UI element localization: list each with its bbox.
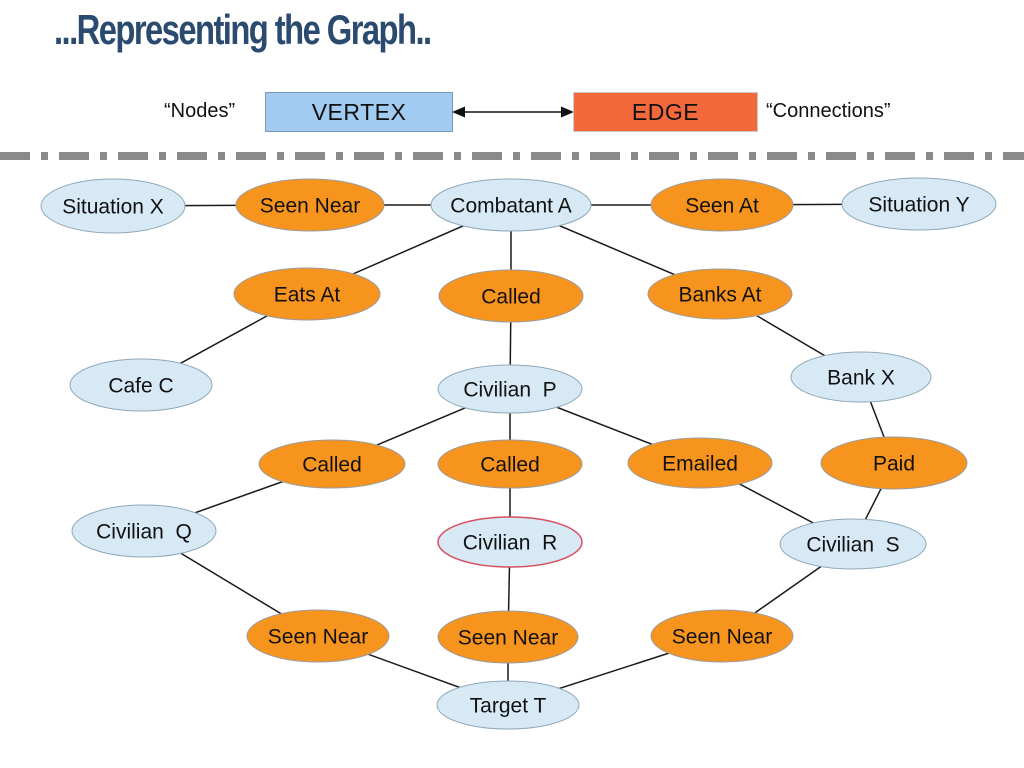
graph-node-label: Seen Near (268, 626, 368, 649)
edge-ellipse (820, 436, 968, 490)
graph-node-combatant-a: Combatant A (430, 178, 592, 232)
graph-node-seen-near-top: Seen Near (235, 178, 385, 232)
graph-node-label: Called (302, 454, 362, 477)
graph-node-civilian-q: Civilian Q (71, 504, 217, 558)
edge-ellipse (437, 439, 583, 489)
vertex-ellipse (437, 516, 583, 568)
edge-ellipse (233, 267, 381, 321)
graph-node-label: Banks At (679, 284, 762, 307)
graph-node-label: Called (480, 454, 540, 477)
edge-ellipse (235, 178, 385, 232)
graph-node-label: Combatant A (450, 195, 571, 218)
graph-node-called-mid: Called (437, 439, 583, 489)
vertex-ellipse (790, 351, 932, 403)
vertex-ellipse (430, 178, 592, 232)
graph-node-label: Seen Near (672, 626, 772, 649)
edge-ellipse (650, 609, 794, 663)
graph-node-label: Situation X (62, 196, 164, 219)
graph-node-label: Civilian Q (96, 521, 192, 544)
edge-ellipse (438, 269, 584, 323)
graph-node-civilian-p: Civilian P (437, 364, 583, 414)
graph-node-label: Situation Y (868, 194, 969, 217)
edge-legend-box: EDGE (573, 92, 758, 132)
graph-node-seen-near-mid: Seen Near (437, 610, 579, 664)
graph-node-civilian-r: Civilian R (437, 516, 583, 568)
graph-node-called-top: Called (438, 269, 584, 323)
vertex-ellipse (40, 178, 186, 234)
graph-node-situation-y: Situation Y (841, 177, 997, 231)
graph-node-seen-near-right: Seen Near (650, 609, 794, 663)
graph-node-seen-near-left: Seen Near (246, 609, 390, 663)
graph-node-label: Paid (873, 453, 915, 476)
graph-node-label: Called (481, 286, 541, 309)
graph-node-situation-x: Situation X (40, 178, 186, 234)
graph-node-label: Seen Near (260, 195, 360, 218)
nodes-label: “Nodes” (164, 100, 236, 122)
edge-legend-label: EDGE (631, 98, 700, 125)
graph-node-eats-at: Eats At (233, 267, 381, 321)
graph-node-banks-at: Banks At (647, 268, 793, 320)
graph-node-label: Seen At (685, 195, 759, 218)
vertex-ellipse (71, 504, 217, 558)
vertex-ellipse (841, 177, 997, 231)
graph-node-called-left: Called (258, 439, 406, 489)
graph-node-civilian-s: Civilian S (779, 518, 927, 570)
edge-ellipse (258, 439, 406, 489)
graph-node-bank-x: Bank X (790, 351, 932, 403)
graph-node-label: Eats At (274, 284, 341, 307)
graph-node-label: Civilian P (463, 379, 556, 402)
graph-node-emailed: Emailed (627, 437, 773, 489)
vertex-ellipse (436, 680, 580, 730)
graph-node-label: Emailed (662, 453, 738, 476)
edge-ellipse (650, 178, 794, 232)
edge-ellipse (246, 609, 390, 663)
page-title: ...Representing the Graph.. (54, 6, 432, 53)
vertex-ellipse (779, 518, 927, 570)
vertex-ellipse (437, 364, 583, 414)
graph-node-label: Target T (470, 695, 547, 718)
vertex-legend-label: VERTEX (311, 98, 407, 125)
dashed-divider (0, 152, 1024, 160)
vertex-ellipse (69, 358, 213, 412)
graph-node-label: Civilian S (806, 534, 899, 557)
graph-node-cafe-c: Cafe C (69, 358, 213, 412)
edge-ellipse (627, 437, 773, 489)
graph-node-label: Civilian R (463, 532, 558, 555)
edge-ellipse (647, 268, 793, 320)
graph-node-paid: Paid (820, 436, 968, 490)
graph-node-label: Seen Near (458, 627, 558, 650)
edge-ellipse (437, 610, 579, 664)
graph-node-label: Bank X (827, 367, 895, 390)
connections-label: “Connections” (766, 100, 891, 122)
double-arrow-icon (452, 106, 574, 118)
vertex-legend-box: VERTEX (265, 92, 453, 132)
graph-node-seen-at: Seen At (650, 178, 794, 232)
graph-node-target-t: Target T (436, 680, 580, 730)
graph-node-label: Cafe C (108, 375, 173, 398)
